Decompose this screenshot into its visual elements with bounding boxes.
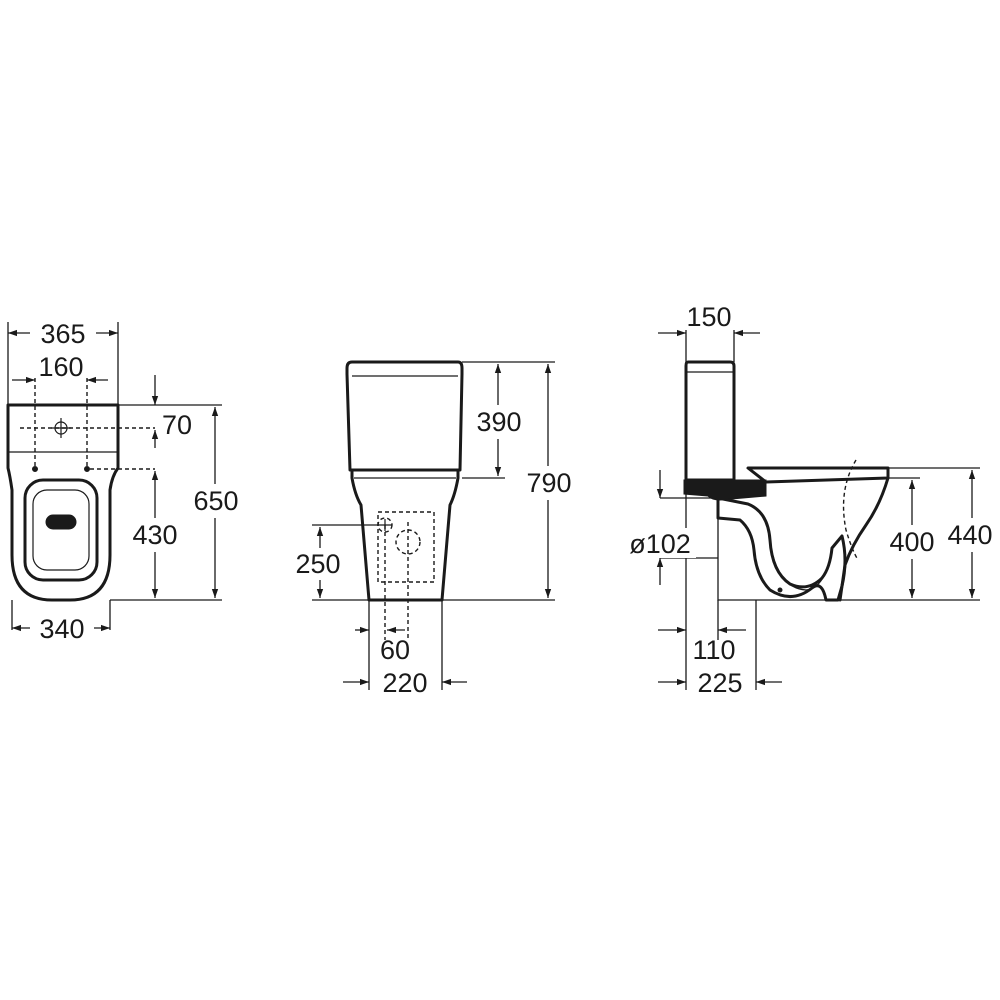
- dim-side-cistern-depth: 150: [686, 302, 731, 332]
- dim-side-outlet-to-wall: 225: [697, 668, 742, 698]
- top-view-outline: [6, 403, 120, 602]
- dim-front-inlet-offset: 60: [380, 635, 410, 665]
- dim-top-width-overall: 365: [40, 319, 85, 349]
- dim-top-base-width: 340: [39, 614, 84, 644]
- dim-top-hole-to-front: 430: [132, 520, 177, 550]
- dim-side-outlet-diameter: ø102: [629, 529, 691, 559]
- dim-front-base-width: 220: [382, 668, 427, 698]
- top-view-hinge: [45, 514, 77, 530]
- dim-top-rear-to-hole: 70: [162, 410, 192, 440]
- top-view-seat: [23, 478, 99, 582]
- side-view-trapway: [716, 496, 847, 602]
- dim-side-seat-height: 440: [947, 520, 992, 550]
- side-view-seat: [746, 466, 890, 484]
- dim-side-outlet-offset: 110: [692, 635, 735, 665]
- dim-front-cistern-height: 390: [476, 407, 521, 437]
- side-view-bowl: [838, 476, 890, 602]
- front-view: 390 790 250 60 220: [288, 360, 580, 698]
- top-view: 365 160 70 430 650 340: [6, 318, 244, 644]
- side-view-connector: [683, 479, 767, 501]
- front-view-cistern: [345, 360, 464, 472]
- dim-front-inlet-height: 250: [295, 549, 340, 579]
- side-view: 150 ø102 400 440 110 225: [624, 302, 998, 698]
- top-view-seat-inner: [32, 489, 90, 571]
- dim-top-depth-overall: 650: [193, 486, 238, 516]
- side-view-cistern: [684, 360, 736, 482]
- dim-front-total-height: 790: [526, 468, 571, 498]
- dim-side-outlet-height: 400: [889, 527, 934, 557]
- dim-top-fixing-centres: 160: [38, 352, 83, 382]
- front-view-pedestal: [350, 468, 460, 602]
